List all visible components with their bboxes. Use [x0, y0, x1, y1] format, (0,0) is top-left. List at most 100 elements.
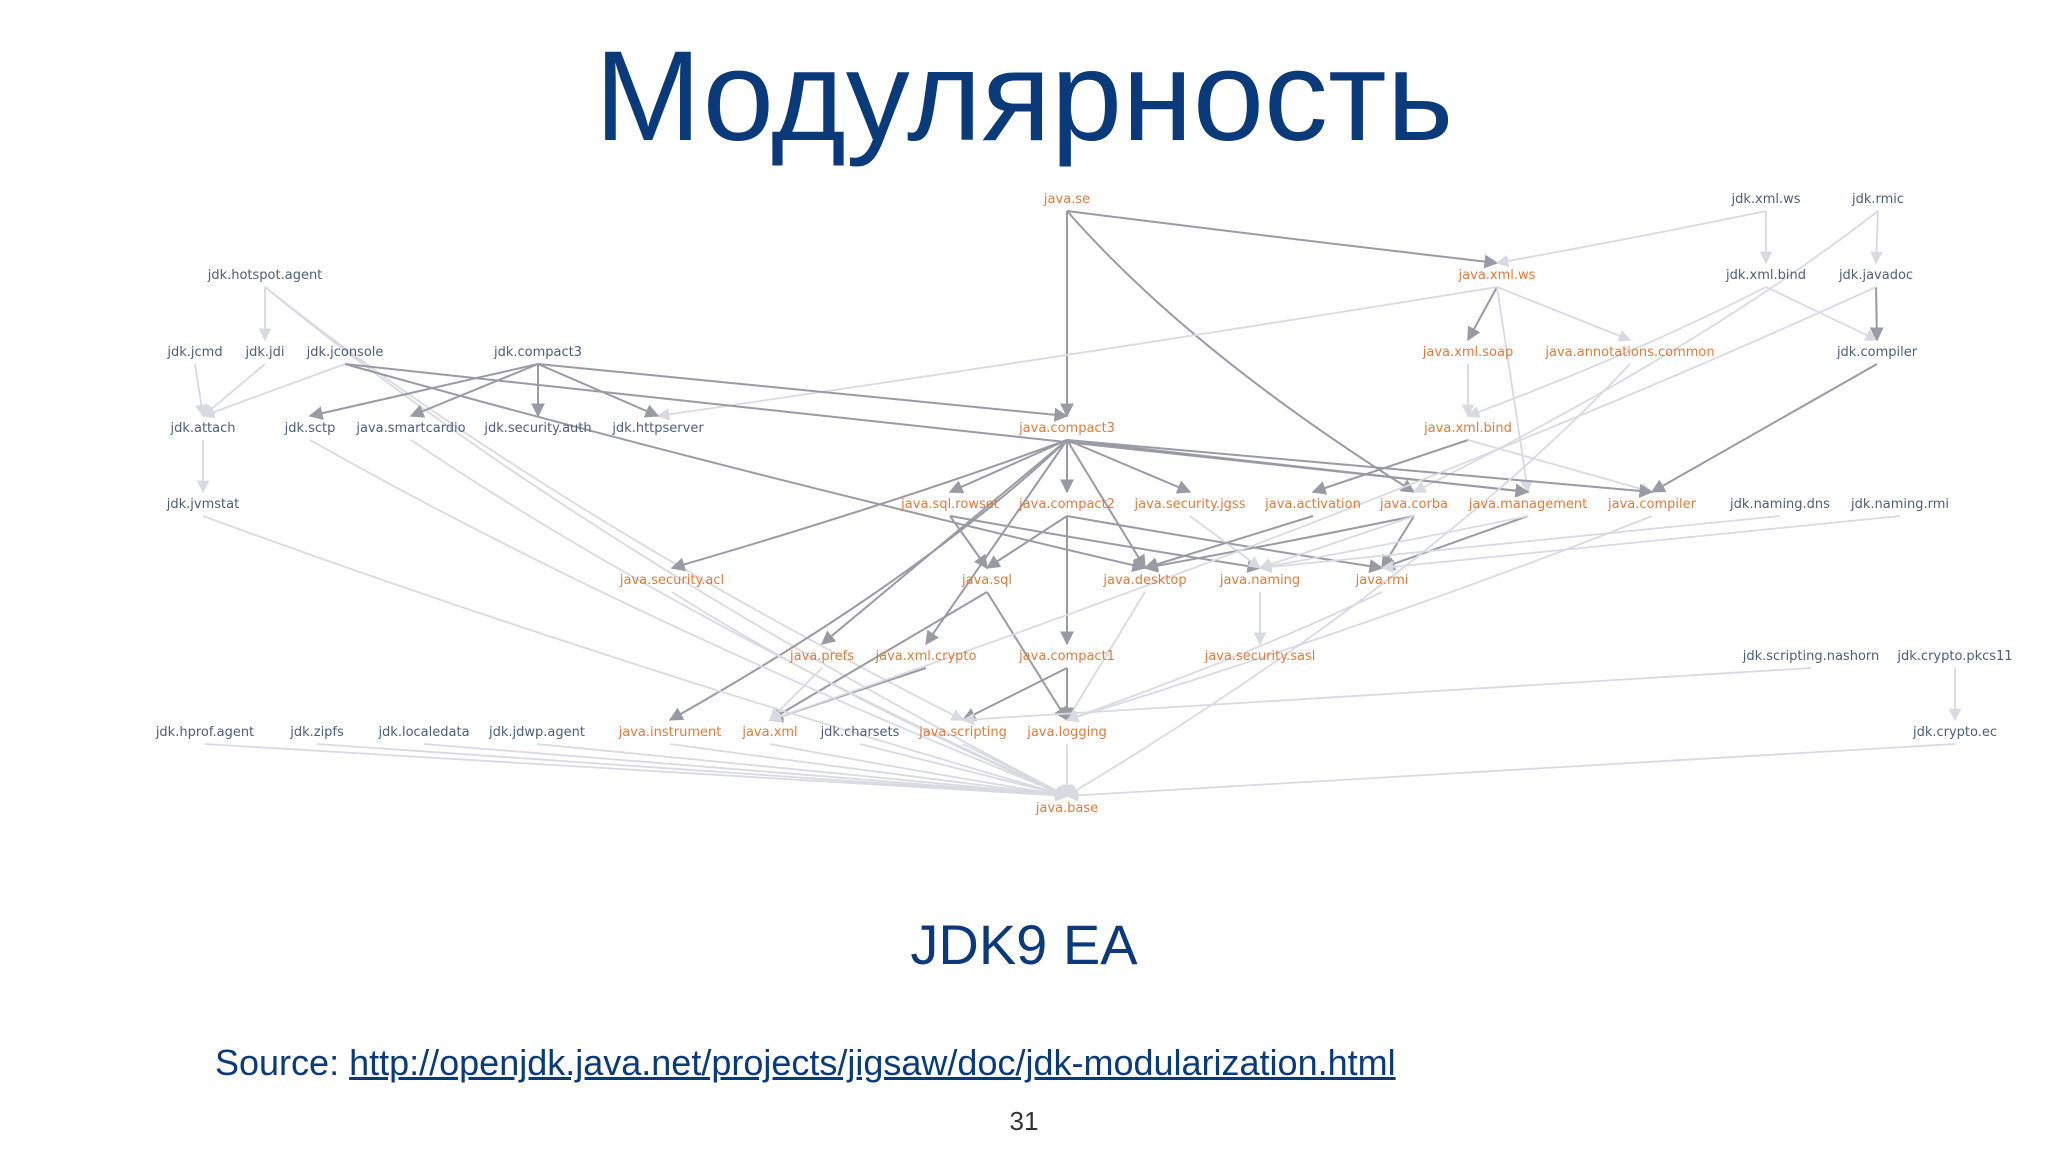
- dependency-edge: [1066, 439, 1654, 498]
- module-node-jdk-httpserver: jdk.httpserver: [611, 421, 704, 436]
- dependency-edge: [1380, 515, 1901, 574]
- module-node-java-compiler: java.compiler: [1607, 497, 1697, 512]
- source-link[interactable]: http://openjdk.java.net/projects/jigsaw/…: [349, 1042, 1396, 1083]
- dependency-edge: [423, 743, 1069, 802]
- module-node-java-rmi: java.rmi: [1355, 573, 1409, 588]
- module-node-java-xml-bind: java.xml.bind: [1423, 421, 1512, 436]
- dependency-edge: [668, 439, 1068, 721]
- module-node-java-annotations-common: java.annotations.common: [1544, 345, 1714, 360]
- module-node-jdk-attach: jdk.attach: [169, 421, 235, 436]
- dependency-edge: [308, 363, 539, 421]
- module-node-java-instrument: java.instrument: [618, 725, 722, 740]
- module-node-java-xml-ws: java.xml.ws: [1458, 268, 1536, 283]
- dependency-edge: [1066, 210, 1499, 269]
- module-node-jdk-zipfs: jdk.zipfs: [289, 725, 344, 740]
- dependency-edge: [1495, 210, 1767, 268]
- dependency-edge: [537, 363, 1069, 422]
- dependency-edge: [1650, 363, 1878, 493]
- dependency-edge: [201, 363, 346, 419]
- dependency-edge: [1467, 439, 1654, 495]
- dependency-edge: [309, 439, 1069, 798]
- module-node-jdk-naming-dns: jdk.naming.dns: [1729, 497, 1830, 512]
- module-node-jdk-xml-bind: jdk.xml.bind: [1725, 268, 1806, 283]
- dependency-edge: [949, 515, 1262, 573]
- dependency-edge: [1765, 286, 1879, 341]
- module-node-java-security-acl: java.security.acl: [619, 573, 724, 588]
- dependency-edge: [1496, 286, 1632, 342]
- dependency-edge: [1143, 515, 1415, 573]
- dependency-edge: [409, 363, 539, 418]
- dependency-edge: [316, 743, 1069, 802]
- dependency-edge: [768, 286, 1877, 723]
- module-node-jdk-hprof-agent: jdk.hprof.agent: [155, 725, 254, 740]
- module-node-jdk-xml-ws: jdk.xml.ws: [1730, 192, 1800, 207]
- slide-caption: JDK9 EA: [910, 913, 1138, 976]
- page-number: 31: [1009, 1106, 1039, 1136]
- dependency-edge: [204, 743, 1069, 802]
- module-node-jdk-jdi: jdk.jdi: [245, 345, 285, 360]
- module-node-java-base: java.base: [1035, 801, 1098, 816]
- dependency-edge: [669, 743, 1069, 801]
- dependency-edge: [1467, 286, 1498, 342]
- module-node-jdk-compact3: jdk.compact3: [493, 345, 582, 360]
- module-node-jdk-naming-rmi: jdk.naming.rmi: [1850, 497, 1949, 512]
- dependency-edge: [194, 363, 208, 418]
- module-node-java-smartcardio: java.smartcardio: [355, 421, 465, 436]
- module-node-jdk-scripting-nashorn: jdk.scripting.nashorn: [1742, 649, 1880, 664]
- module-node-jdk-crypto-pkcs11: jdk.crypto.pkcs11: [1896, 649, 2012, 664]
- module-node-jdk-hotspot-agent: jdk.hotspot.agent: [207, 268, 323, 283]
- source-label: Source:: [215, 1042, 350, 1083]
- module-node-jdk-sctp: jdk.sctp: [284, 421, 336, 436]
- module-node-java-xml: java.xml: [741, 725, 797, 740]
- module-node-jdk-jvmstat: jdk.jvmstat: [166, 497, 239, 512]
- dependency-edge: [1066, 210, 1416, 493]
- module-node-jdk-javadoc: jdk.javadoc: [1838, 268, 1913, 283]
- module-node-java-scripting: java.scripting: [918, 725, 1007, 740]
- dependency-edge: [1065, 591, 1383, 723]
- dependency-edge: [1258, 515, 1529, 573]
- slide-title: Модулярность: [594, 25, 1454, 168]
- dependency-edge: [1869, 286, 1884, 342]
- dependency-edge: [202, 515, 1069, 799]
- module-node-java-security-jgss: java.security.jgss: [1134, 497, 1246, 512]
- module-node-java-xml-soap: java.xml.soap: [1422, 345, 1513, 360]
- dependency-edge: [1870, 210, 1883, 265]
- dependency-edge: [344, 363, 1147, 572]
- module-node-java-corba: java.corba: [1379, 497, 1448, 512]
- dependency-edge: [1066, 439, 1146, 570]
- dependency-edge: [1066, 439, 1192, 494]
- dependency-edge: [656, 286, 1498, 421]
- module-node-jdk-localedata: jdk.localedata: [377, 725, 469, 740]
- module-node-jdk-jconsole: jdk.jconsole: [306, 345, 384, 360]
- dependency-edge: [1466, 286, 1767, 418]
- edge-layer: [194, 210, 1962, 802]
- module-node-java-naming: java.naming: [1219, 573, 1300, 588]
- dependency-edge: [537, 363, 660, 418]
- module-node-jdk-compiler: jdk.compiler: [1836, 345, 1918, 360]
- module-node-java-compact2: java.compact2: [1018, 497, 1115, 512]
- dependency-edge: [961, 667, 1812, 726]
- module-node-jdk-charsets: jdk.charsets: [820, 725, 900, 740]
- module-node-jdk-jcmd: jdk.jcmd: [166, 345, 222, 360]
- dependency-edge: [1066, 515, 1384, 573]
- dependency-edge: [1143, 515, 1314, 571]
- dependency-edge: [1496, 286, 1533, 494]
- dependency-edge: [1065, 515, 1653, 723]
- module-node-java-se: java.se: [1043, 192, 1090, 207]
- module-node-java-desktop: java.desktop: [1102, 573, 1186, 588]
- module-node-java-logging: java.logging: [1026, 725, 1107, 740]
- module-node-java-sql-rowset: java.sql.rowset: [900, 497, 999, 512]
- module-node-java-prefs: java.prefs: [789, 649, 854, 664]
- dependency-edge: [1065, 363, 1631, 797]
- dependency-edge: [671, 591, 1069, 798]
- dependency-edge: [1066, 439, 1530, 498]
- dependency-edge: [410, 439, 1069, 798]
- module-node-jdk-jdwp-agent: jdk.jdwp.agent: [488, 725, 585, 740]
- dependency-edge: [1380, 515, 1529, 571]
- dependency-edge: [202, 363, 266, 417]
- dependency-edge: [1258, 515, 1781, 574]
- dependency-edge: [1311, 439, 1469, 495]
- dependency-edge: [859, 743, 1069, 800]
- dependency-edge: [1258, 515, 1415, 571]
